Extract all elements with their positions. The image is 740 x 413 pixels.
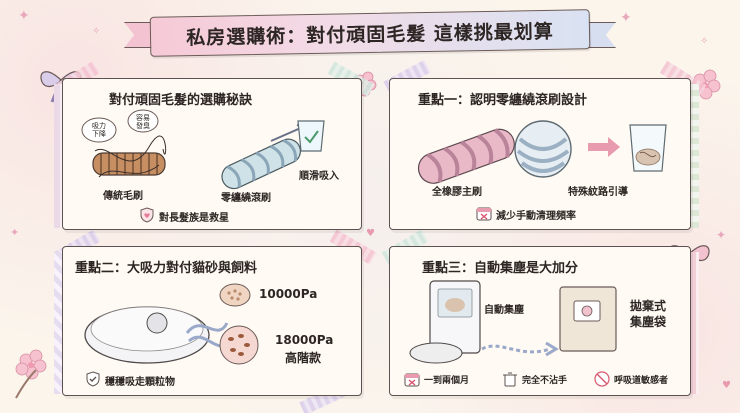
label-smooth-intake: 順滑吸入	[299, 171, 339, 182]
panel-title: 重點一：認明零纏繞滾刷設計	[418, 93, 588, 108]
auto-empty-dock-illustration	[409, 280, 481, 364]
magnifier-detail-illustration	[514, 120, 572, 178]
label-disposable: 拋棄式	[630, 299, 667, 313]
bubble-suction-drop: 吸力下降	[92, 122, 106, 138]
flow-arrow	[481, 341, 559, 357]
heart-icon: ♥	[722, 380, 731, 391]
speech-bubble	[81, 117, 117, 143]
rubber-roller-illustration	[417, 128, 515, 184]
label-auto-empty: 自動集塵	[484, 305, 524, 316]
tangle-free-brush-illustration	[221, 124, 307, 190]
calendar-x-icon	[404, 373, 420, 387]
arrow-right-icon	[588, 137, 620, 157]
panel-tangle-free-design: 重點一：認明零纏繞滾刷設計 全橡膠主刷 特殊紋路引導 減少手動清理	[389, 78, 691, 230]
calendar-x-icon	[476, 207, 492, 221]
frame-pattern	[54, 252, 62, 394]
sparkle-icon: ✧	[700, 36, 709, 47]
sparkle-icon: ✦	[10, 226, 20, 239]
footer-pick-up-granules: 穩穩吸走顆粒物	[105, 377, 175, 388]
panel-selection-tips: 對付頑固毛髮的選購秘訣 吸力下降 容易發臭	[62, 78, 362, 230]
pet-food-bowl-illustration	[219, 325, 259, 365]
shield-check-icon	[86, 371, 100, 387]
label-rubber-brush: 全橡膠主刷	[432, 187, 482, 198]
benefit-allergy-friendly: 呼吸道敏感者	[614, 376, 669, 386]
sparkle-icon: ✦	[620, 10, 632, 26]
label-special-pattern: 特殊紋路引導	[568, 187, 628, 198]
label-tangle-free-brush: 零纏繞滾刷	[221, 193, 271, 204]
no-dust-icon	[594, 371, 610, 387]
cherry-blossom-icon	[15, 349, 47, 399]
robot-vacuum-illustration	[84, 306, 231, 364]
bubble-odor: 容易發臭	[136, 114, 150, 130]
label-dust-bag: 集塵袋	[630, 315, 667, 329]
heart-icon: ♥	[366, 228, 375, 239]
suction-premium-note: 高階款	[285, 351, 322, 365]
dustbin-full-illustration	[629, 124, 667, 172]
traditional-brush-illustration	[92, 135, 167, 178]
benefit-one-two-months: 一到兩個月	[424, 376, 470, 386]
frame-pattern	[691, 252, 699, 394]
dustbin-cup-illustration	[297, 120, 325, 152]
frame-pattern	[691, 84, 699, 228]
cat-litter-bowl-illustration	[219, 283, 251, 307]
panel-title: 重點三：自動集塵是大加分	[422, 261, 579, 276]
sparkle-icon: ✦	[716, 228, 727, 242]
sparkle-icon: ✦	[18, 8, 30, 24]
panel-title: 對付頑固毛髮的選購秘訣	[109, 93, 253, 108]
title-banner: 私房選購術：對付頑固毛髮 這樣挑最划算	[149, 9, 591, 57]
label-traditional-brush: 傳統毛刷	[103, 191, 143, 202]
panel-title: 重點二：大吸力對付貓砂與飼料	[75, 261, 258, 276]
heart-shield-icon	[140, 207, 154, 223]
panel-suction-power: 重點二：大吸力對付貓砂與飼料 10000Pa 18000Pa 高階款 穩穩吸走顆…	[62, 246, 362, 396]
benefit-hands-free: 完全不沾手	[522, 376, 568, 386]
panel-auto-empty: 重點三：自動集塵是大加分 自動集塵 拋棄式 集塵袋 一到兩個月	[389, 246, 691, 396]
sparkle-icon: ✧	[92, 26, 101, 37]
footer-long-hair: 對長髮族是救星	[159, 213, 229, 224]
suction-value-premium: 18000Pa	[275, 333, 334, 347]
trash-icon	[503, 372, 517, 387]
suction-value-standard: 10000Pa	[259, 287, 318, 301]
frame-pattern	[54, 84, 62, 228]
page-title: 私房選購術：對付頑固毛髮 這樣挑最划算	[186, 20, 555, 49]
speech-bubble	[127, 109, 159, 133]
footer-less-cleaning: 減少手動清理頻率	[496, 211, 576, 222]
dust-bag-illustration	[559, 286, 617, 352]
